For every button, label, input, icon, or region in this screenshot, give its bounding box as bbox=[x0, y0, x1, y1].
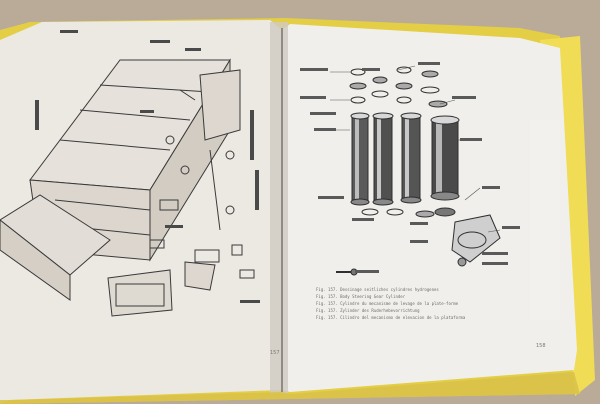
exploded-body-diagram bbox=[0, 58, 255, 317]
caption-line-5: Fig. 157. Cilindro del mecanismo de elev… bbox=[316, 315, 466, 320]
right-page-number: 158 bbox=[536, 343, 546, 349]
caption-line-4: Fig. 157. Zylinder des Ruderhebevorricht… bbox=[316, 308, 420, 313]
book-spine-shadow bbox=[270, 22, 288, 394]
hydraulic-cylinder-diagram bbox=[336, 66, 501, 276]
caption-line-2: Fig. 157. Body Steering Gear Cylinder bbox=[316, 294, 406, 299]
caption-line-3: Fig. 157. Cylindre du mecanisme de levag… bbox=[316, 301, 459, 306]
caption-line-1: Fig. 157. Dessinage seitliches cylindres… bbox=[316, 287, 439, 292]
diagram-callout-labels-left bbox=[35, 30, 260, 303]
left-page-number: 157 bbox=[270, 350, 280, 356]
diagram-callout-labels-right bbox=[300, 62, 520, 273]
